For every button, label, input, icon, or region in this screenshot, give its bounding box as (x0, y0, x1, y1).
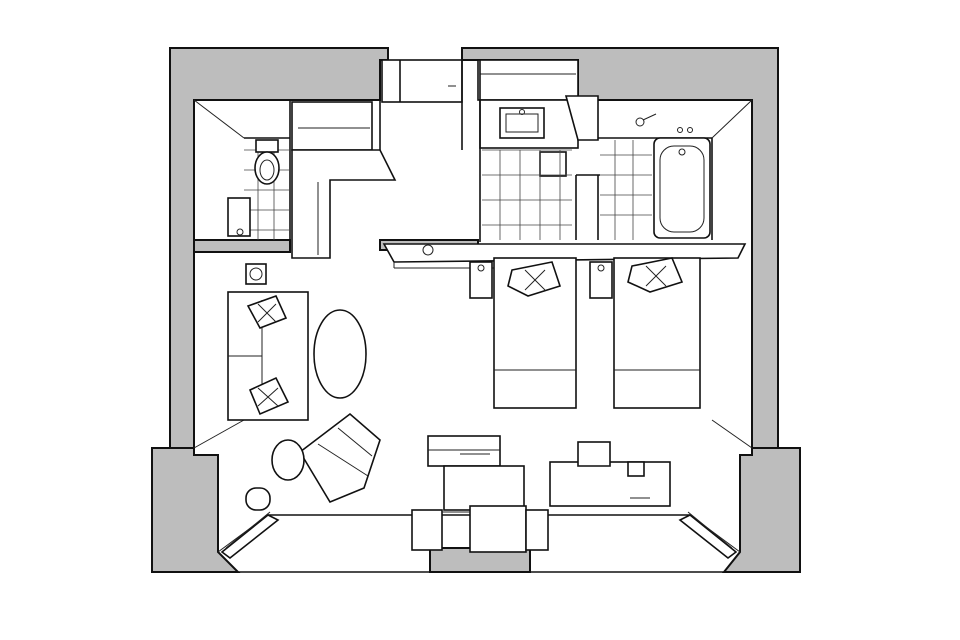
wc-room (227, 100, 291, 250)
shower-head-icon (635, 113, 693, 133)
bed-left (469, 257, 577, 409)
coffee-table (313, 309, 367, 399)
cushion-icon (246, 294, 288, 329)
sink-icon (499, 107, 545, 139)
tv-console (427, 435, 525, 511)
bathtub-area (575, 113, 713, 240)
wall-left-bottom (151, 447, 241, 573)
window-right (678, 511, 738, 560)
bed-right (589, 257, 701, 409)
wardrobe (291, 101, 397, 259)
desk (549, 441, 671, 507)
sofa (227, 263, 309, 421)
cushion-icon (248, 376, 290, 416)
wall-right-bottom (721, 447, 801, 573)
bathroom-sink-area (477, 59, 599, 242)
wc-sink-icon (227, 197, 251, 237)
bathtub-icon (653, 137, 711, 239)
pillow-icon (627, 257, 684, 293)
window-left (220, 511, 280, 560)
entrance-door (379, 59, 463, 180)
toilet-icon (254, 139, 280, 185)
wall-wc-divider (193, 239, 291, 253)
side-table (271, 439, 305, 481)
window-center (411, 505, 549, 553)
pillow-icon (507, 261, 562, 297)
floor-lamp (245, 487, 271, 511)
armchair (298, 412, 381, 504)
